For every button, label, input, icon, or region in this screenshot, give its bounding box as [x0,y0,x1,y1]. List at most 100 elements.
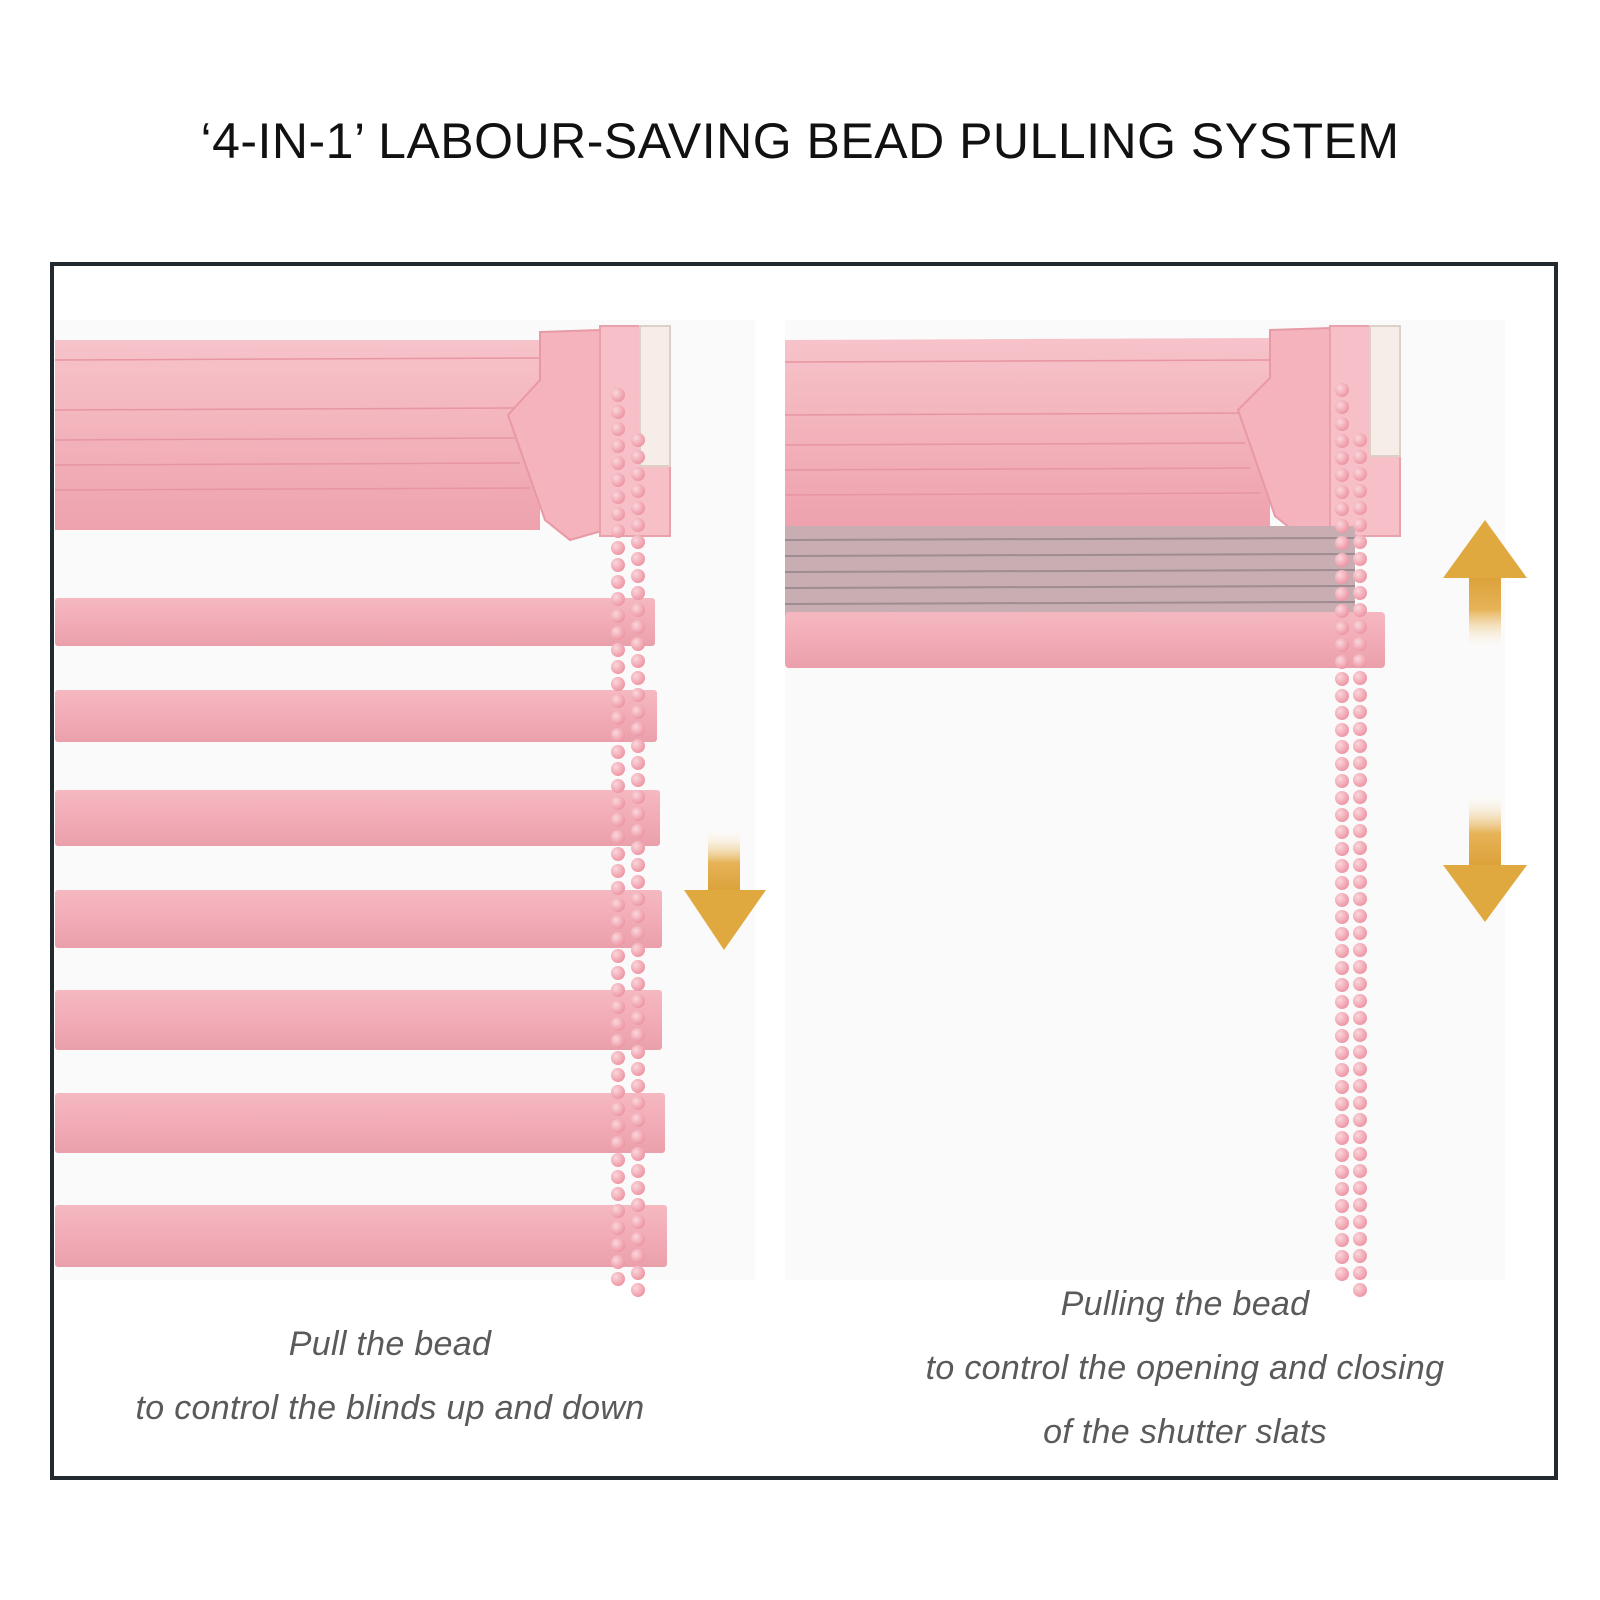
bead [1353,1181,1367,1195]
bead [1353,994,1367,1008]
bead [631,1113,645,1127]
bead [1335,910,1349,924]
bead [1353,722,1367,736]
bead [611,1085,625,1099]
bead [631,773,645,787]
bead [1353,1011,1367,1025]
bead [611,1255,625,1269]
bead [631,552,645,566]
bead [611,1017,625,1031]
bead [1335,859,1349,873]
arrow-down-icon [1443,795,1527,922]
bead [1353,552,1367,566]
bead [631,1096,645,1110]
bead [631,1062,645,1076]
bead [611,660,625,674]
right-caption-line-1: Pulling the bead [1060,1285,1310,1323]
bead [611,898,625,912]
bead [611,1272,625,1286]
right-stacked-slats [784,526,1385,668]
left-caption: Pull the bead to control the blinds up a… [60,1312,720,1440]
bead [611,881,625,895]
bead [1335,434,1349,448]
bead [631,739,645,753]
bead [611,949,625,963]
bead [631,603,645,617]
bead [611,830,625,844]
bead [1353,1079,1367,1093]
right-bead-chain[interactable] [1335,383,1367,1297]
bead [631,824,645,838]
bead [1353,1062,1367,1076]
bead [1335,791,1349,805]
bead [611,1068,625,1082]
bead [1335,706,1349,720]
right-caption-line-3: of the shutter slats [1043,1413,1327,1451]
bead [1353,960,1367,974]
bead [1335,689,1349,703]
bead [611,575,625,589]
bead [1335,893,1349,907]
bead [611,609,625,623]
bead [631,501,645,515]
bead [631,807,645,821]
bead [1335,740,1349,754]
bead [611,1170,625,1184]
bead [631,1215,645,1229]
bead [611,507,625,521]
bead [631,1079,645,1093]
bead [1353,1045,1367,1059]
bead [1353,620,1367,634]
bead [611,677,625,691]
bead [1353,1215,1367,1229]
bead [611,779,625,793]
bead [611,558,625,572]
bead [611,626,625,640]
page-title: ‘4-IN-1’ LABOUR-SAVING BEAD PULLING SYST… [200,113,1400,169]
bead [631,1181,645,1195]
bead [611,388,625,402]
bead [631,1011,645,1025]
bead [1353,790,1367,804]
bead [611,847,625,861]
bead [1353,773,1367,787]
right-caption: Pulling the bead to control the opening … [860,1272,1510,1464]
bead [1335,655,1349,669]
bead [1353,841,1367,855]
arrow-up-icon [1443,520,1527,648]
bead [611,1119,625,1133]
bead [1335,417,1349,431]
bead [1335,757,1349,771]
bead [631,535,645,549]
bead [1335,672,1349,686]
bead [1335,451,1349,465]
bead [1335,808,1349,822]
bead [631,994,645,1008]
bead [1353,824,1367,838]
bead [1353,1232,1367,1246]
bead [611,694,625,708]
bead [1335,1250,1349,1264]
arrow-down-icon [684,830,766,950]
bead [1353,926,1367,940]
bead [631,671,645,685]
bead [1353,705,1367,719]
bead [611,422,625,436]
bead [1353,569,1367,583]
bead [1335,400,1349,414]
bead [1353,654,1367,668]
bead [1335,825,1349,839]
bead [1335,944,1349,958]
bead [631,1266,645,1280]
bead [631,450,645,464]
bead [611,915,625,929]
bead [631,909,645,923]
bead [631,484,645,498]
bead [611,1204,625,1218]
bead [631,756,645,770]
left-bead-chain[interactable] [611,388,645,1297]
bead [631,960,645,974]
bead [611,439,625,453]
bead [1335,1114,1349,1128]
